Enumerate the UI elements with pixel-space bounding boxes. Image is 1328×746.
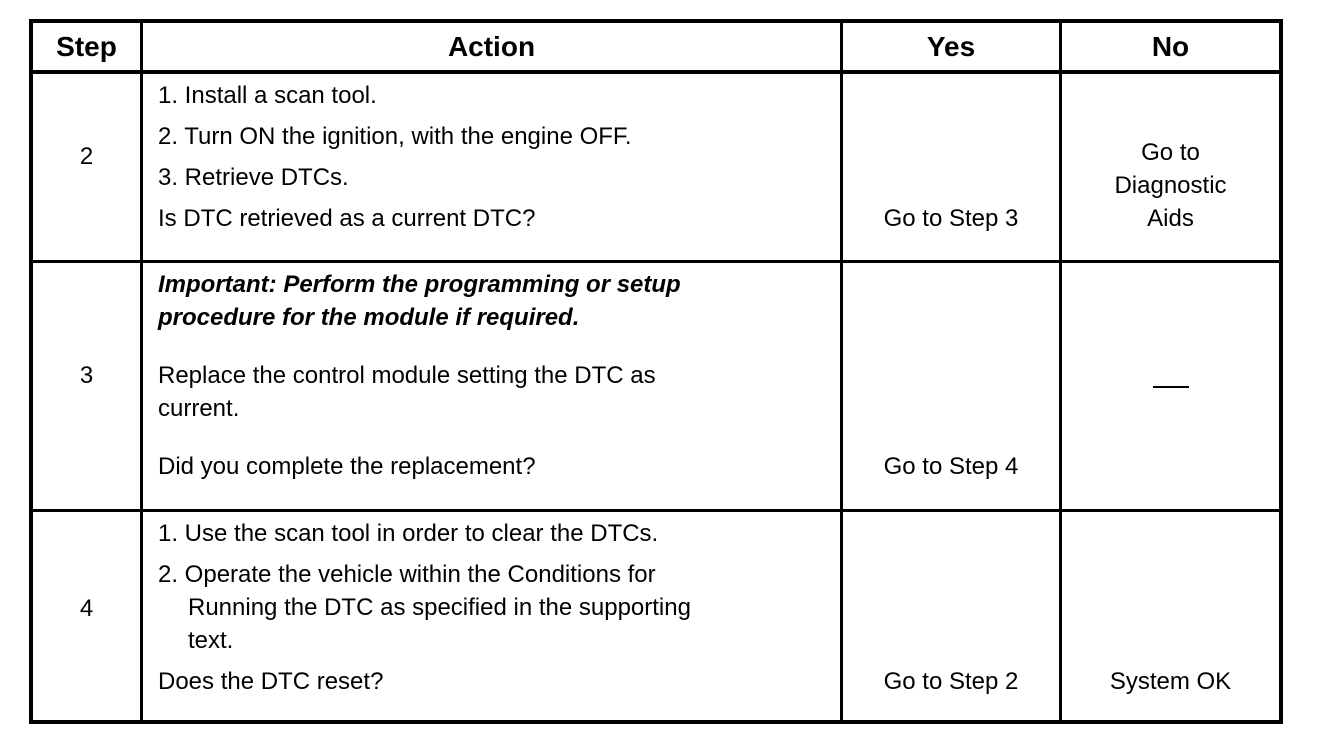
yes-result: Go to Step 2 (883, 668, 1019, 695)
step-number: 4 (79, 595, 94, 622)
action-question: Does the DTC reset? (158, 668, 384, 695)
action-text: Replace the control module setting the D… (158, 362, 656, 389)
step-number: 2 (79, 143, 94, 170)
diagnostic-table: Step Action Yes No 2 1. Install a scan t… (29, 19, 1283, 724)
row-divider (33, 260, 1279, 263)
no-result: System OK (1109, 668, 1232, 695)
step-number: 3 (79, 362, 94, 389)
action-question: Did you complete the replacement? (158, 453, 536, 480)
action-text: current. (158, 395, 240, 422)
action-item: 2. Turn ON the ignition, with the engine… (158, 123, 632, 150)
no-result-dash: — (1062, 365, 1279, 398)
header-no: No (1151, 31, 1190, 62)
action-item: 1. Use the scan tool in order to clear t… (158, 520, 659, 547)
action-item: Running the DTC as specified in the supp… (188, 594, 691, 621)
important-note: Important: Perform the programming or se… (158, 271, 681, 298)
header-yes: Yes (926, 31, 976, 62)
no-result: Aids (1147, 205, 1194, 232)
action-item: 3. Retrieve DTCs. (158, 164, 349, 191)
header-action: Action (447, 31, 536, 62)
yes-result: Go to Step 3 (883, 205, 1019, 232)
header-step: Step (56, 31, 117, 62)
no-result: Go to (1141, 139, 1200, 166)
action-item: 1. Install a scan tool. (158, 82, 377, 109)
header-divider (33, 70, 1279, 74)
column-divider (140, 23, 143, 720)
no-result: Diagnostic (1114, 172, 1227, 199)
action-question: Is DTC retrieved as a current DTC? (158, 205, 536, 232)
column-divider (840, 23, 843, 720)
action-item: text. (188, 627, 234, 654)
yes-result: Go to Step 4 (883, 453, 1019, 480)
action-item: 2. Operate the vehicle within the Condit… (158, 561, 656, 588)
column-divider (1059, 23, 1062, 720)
important-note: procedure for the module if required. (158, 304, 580, 331)
row-divider (33, 509, 1279, 512)
no-result-dash-line (1153, 386, 1189, 388)
